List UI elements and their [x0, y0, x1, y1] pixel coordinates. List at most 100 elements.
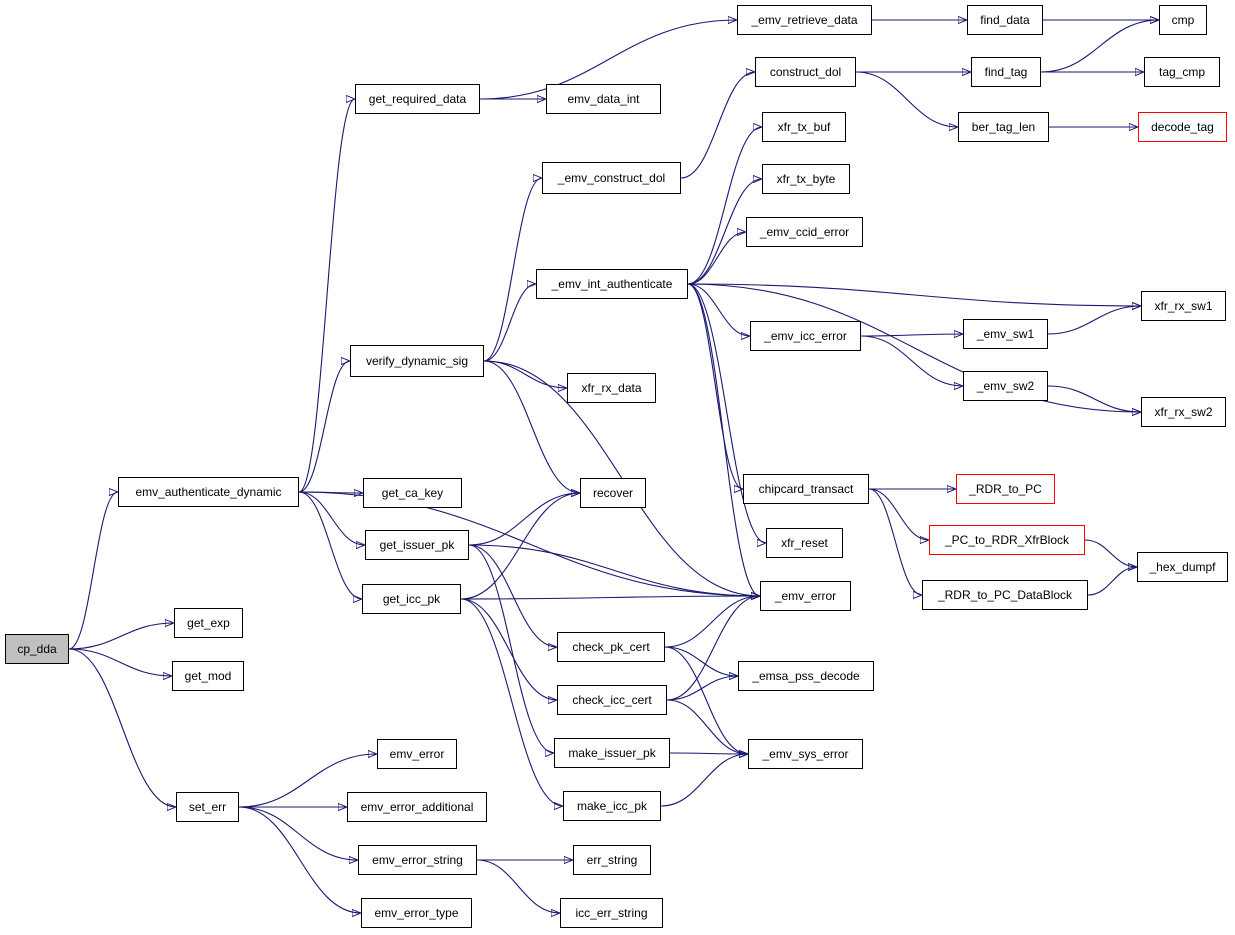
node-get-required-data[interactable]: get_required_data: [355, 84, 480, 114]
edge-rdr-to-pc-datablock-to-hex-dumpf: [1087, 567, 1138, 596]
node-emv-error[interactable]: _emv_error: [760, 581, 851, 611]
edge-emv-construct-dol-to-construct-dol: [680, 72, 756, 179]
edge-cp-dda-to-emv-authenticate-dynamic: [68, 492, 119, 650]
edge-emv-authenticate-dynamic-to-get-icc-pk: [298, 491, 363, 599]
edge-get-issuer-pk-to-recover: [468, 493, 580, 546]
edge-verify-dynamic-sig-to-emv-construct-dol: [483, 178, 543, 362]
edge-emv-sw2-to-xfr-rx-sw2: [1047, 385, 1141, 412]
edge-emv-int-authenticate-to-xfr-rx-sw1: [687, 283, 1141, 306]
edge-get-icc-pk-to-emv-error: [460, 596, 760, 599]
edge-verify-dynamic-sig-to-recover: [483, 360, 580, 493]
node-emv-error-string[interactable]: emv_error_string: [358, 845, 477, 875]
node-get-issuer-pk[interactable]: get_issuer_pk: [365, 530, 469, 560]
edge-emv-sw1-to-xfr-rx-sw1: [1047, 306, 1141, 335]
edge-get-issuer-pk-to-make-issuer-pk: [468, 544, 555, 753]
node-emv-construct-dol[interactable]: _emv_construct_dol: [542, 162, 681, 194]
edge-check-pk-cert-to-emsa-pss-decode: [664, 646, 738, 676]
node-emv-authenticate-dynamic[interactable]: emv_authenticate_dynamic: [118, 477, 299, 507]
edge-check-icc-cert-to-emsa-pss-decode: [666, 676, 738, 701]
node-emv-error-additional[interactable]: emv_error_additional: [347, 792, 487, 822]
edge-check-pk-cert-to-emv-error: [664, 596, 760, 648]
node-icc-err-string[interactable]: icc_err_string: [560, 898, 663, 928]
node-construct-dol[interactable]: construct_dol: [755, 57, 856, 87]
node-get-ca-key[interactable]: get_ca_key: [363, 478, 462, 508]
edge-emv-icc-error-to-emv-sw1: [860, 334, 963, 336]
node-decode-tag[interactable]: decode_tag: [1138, 112, 1227, 142]
node-xfr-rx-sw1[interactable]: xfr_rx_sw1: [1141, 291, 1226, 321]
edge-get-icc-pk-to-make-icc-pk: [460, 598, 563, 806]
node-rdr-to-pc[interactable]: _RDR_to_PC: [956, 474, 1055, 504]
edge-cp-dda-to-get-exp: [68, 623, 174, 650]
edge-emv-error-string-to-icc-err-string: [476, 859, 560, 913]
node-rdr-to-pc-datablock[interactable]: _RDR_to_PC_DataBlock: [922, 580, 1088, 610]
edge-emv-int-authenticate-to-xfr-rx-sw2: [687, 283, 1141, 412]
edge-find-tag-to-cmp: [1040, 20, 1159, 73]
node-xfr-rx-sw2[interactable]: xfr_rx_sw2: [1141, 397, 1226, 427]
edge-get-icc-pk-to-recover: [460, 493, 580, 600]
node-tag-cmp[interactable]: tag_cmp: [1144, 57, 1220, 87]
node-emv-error[interactable]: emv_error: [377, 739, 457, 769]
edge-get-icc-pk-to-check-icc-cert: [460, 598, 557, 700]
node-err-string[interactable]: err_string: [573, 845, 651, 875]
edge-pc-to-rdr-xfrblock-to-hex-dumpf: [1084, 539, 1137, 567]
node-verify-dynamic-sig[interactable]: verify_dynamic_sig: [350, 345, 484, 377]
edge-emv-int-authenticate-to-xfr-tx-byte: [687, 179, 763, 285]
edge-get-issuer-pk-to-emv-error: [468, 544, 760, 596]
node-ber-tag-len[interactable]: ber_tag_len: [958, 112, 1049, 142]
edge-construct-dol-to-ber-tag-len: [855, 71, 958, 127]
node-emv-sw1[interactable]: _emv_sw1: [963, 319, 1048, 349]
edge-emv-int-authenticate-to-emv-ccid-error: [687, 232, 747, 285]
edge-cp-dda-to-get-mod: [68, 648, 172, 676]
edge-set-err-to-emv-error-type: [238, 806, 361, 913]
node-xfr-rx-data[interactable]: xfr_rx_data: [567, 373, 656, 403]
node-make-icc-pk[interactable]: make_icc_pk: [563, 791, 661, 821]
edge-check-icc-cert-to-emv-sys-error: [666, 699, 748, 754]
edge-emv-int-authenticate-to-emv-icc-error: [687, 283, 751, 336]
edge-set-err-to-emv-error-string: [238, 806, 358, 860]
node-xfr-reset[interactable]: xfr_reset: [766, 528, 843, 558]
node-emv-data-int[interactable]: emv_data_int: [546, 84, 661, 114]
edge-emv-int-authenticate-to-xfr-tx-buf: [687, 127, 763, 285]
edge-emv-icc-error-to-emv-sw2: [860, 335, 963, 386]
node-emv-int-authenticate[interactable]: _emv_int_authenticate: [536, 269, 688, 299]
node-get-exp[interactable]: get_exp: [174, 608, 243, 638]
node-check-icc-cert[interactable]: check_icc_cert: [557, 685, 667, 715]
node-emsa-pss-decode[interactable]: _emsa_pss_decode: [738, 661, 874, 691]
node-pc-to-rdr-xfrblock[interactable]: _PC_to_RDR_XfrBlock: [929, 525, 1085, 555]
edge-chipcard-transact-to-pc-to-rdr-xfrblock: [868, 488, 930, 540]
edge-get-issuer-pk-to-check-pk-cert: [468, 544, 557, 647]
edge-make-icc-pk-to-emv-sys-error: [660, 754, 748, 807]
node-emv-icc-error[interactable]: _emv_icc_error: [750, 321, 861, 351]
node-emv-retrieve-data[interactable]: _emv_retrieve_data: [737, 5, 872, 35]
node-cmp[interactable]: cmp: [1159, 5, 1207, 35]
node-check-pk-cert[interactable]: check_pk_cert: [557, 632, 665, 662]
node-emv-sys-error[interactable]: _emv_sys_error: [748, 739, 863, 769]
node-hex-dumpf[interactable]: _hex_dumpf: [1137, 552, 1228, 582]
edge-get-required-data-to-emv-retrieve-data: [479, 20, 737, 100]
node-chipcard-transact[interactable]: chipcard_transact: [743, 474, 869, 504]
edge-check-pk-cert-to-emv-sys-error: [664, 646, 748, 754]
node-xfr-tx-buf[interactable]: xfr_tx_buf: [762, 112, 846, 142]
edge-emv-authenticate-dynamic-to-verify-dynamic-sig: [298, 361, 351, 493]
node-get-icc-pk[interactable]: get_icc_pk: [362, 584, 461, 614]
edge-cp-dda-to-set-err: [68, 648, 176, 807]
node-get-mod[interactable]: get_mod: [172, 661, 244, 691]
edge-verify-dynamic-sig-to-emv-int-authenticate: [483, 284, 537, 362]
node-set-err[interactable]: set_err: [176, 792, 239, 822]
edge-make-issuer-pk-to-emv-sys-error: [669, 753, 748, 754]
node-cp-dda[interactable]: cp_dda: [5, 634, 69, 664]
node-find-data[interactable]: find_data: [967, 5, 1043, 35]
edge-set-err-to-emv-error: [238, 754, 377, 808]
node-recover[interactable]: recover: [580, 478, 646, 508]
node-emv-ccid-error[interactable]: _emv_ccid_error: [746, 217, 863, 247]
edge-check-icc-cert-to-emv-error: [666, 596, 760, 701]
edge-emv-authenticate-dynamic-to-get-issuer-pk: [298, 491, 365, 545]
node-emv-sw2[interactable]: _emv_sw2: [963, 371, 1048, 401]
node-emv-error-type[interactable]: emv_error_type: [361, 898, 472, 928]
node-xfr-tx-byte[interactable]: xfr_tx_byte: [762, 164, 850, 194]
edge-emv-int-authenticate-to-xfr-reset: [687, 283, 767, 543]
node-find-tag[interactable]: find_tag: [971, 57, 1041, 87]
node-make-issuer-pk[interactable]: make_issuer_pk: [554, 738, 670, 768]
